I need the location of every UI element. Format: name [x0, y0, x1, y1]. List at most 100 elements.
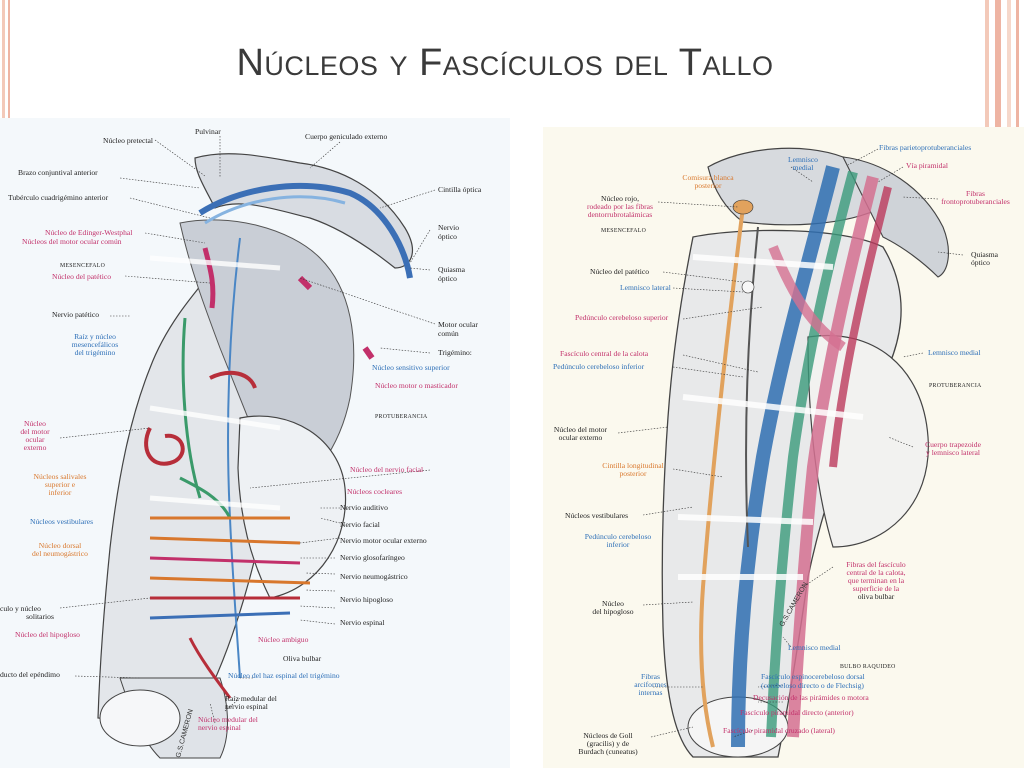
label-solitarios-2: solitarios: [26, 612, 54, 621]
label-quiasma-1: Quiasma: [438, 265, 465, 274]
label-raiz-medular-2: nervio espinal: [225, 702, 268, 711]
label-quiasma-right-2: óptico: [971, 258, 990, 267]
label-nervio-espinal: Nervio espinal: [340, 618, 385, 627]
accent-stripe-right-4: [1016, 0, 1019, 130]
label-brazo-conjuntival: Brazo conjuntival anterior: [18, 168, 98, 177]
label-motor-ocular-right-1: Núcleo del motor: [553, 425, 608, 434]
accent-stripe-left: [2, 0, 5, 130]
label-dorsal-neumogastrico-1: Núcleo dorsal: [38, 541, 82, 550]
label-fibras-parieto: Fibras parietoprotuberanciales: [879, 143, 972, 152]
label-comisura-1: Comisura blanca: [682, 173, 734, 182]
label-trigemino: Trigémino:: [438, 348, 472, 357]
label-comisura-2: posterior: [694, 181, 722, 190]
label-nervio-patetico: Nervio patético: [52, 310, 100, 319]
label-motor-masticador: Núcleo motor o masticador: [375, 381, 458, 390]
accent-stripe-left-2: [8, 0, 10, 130]
label-rojo-2: rodeado por las fibras: [586, 202, 653, 211]
label-nucleo-nervio-facial: Núcleo del nervio facial: [350, 465, 424, 474]
accent-stripe-right-1: [985, 0, 989, 130]
label-cintilla-long-2: posterior: [619, 469, 647, 478]
label-nervio-auditivo: Nervio auditivo: [340, 503, 388, 512]
label-cintilla-optica: Cintilla óptica: [438, 185, 482, 194]
label-nucleo-patetico: Núcleo del patético: [52, 272, 112, 281]
label-nucleo-hipogloso: Núcleo del hipogloso: [15, 630, 80, 639]
label-fibras-fronto-2: frontoprotuberanciales: [941, 197, 1010, 206]
label-goll-1: Núcleos de Goll: [583, 731, 633, 740]
label-vestibulares-right: Núcleos vestibulares: [565, 511, 629, 520]
label-arciformes-3: internas: [638, 688, 663, 697]
label-mesencefalo-right: MESENCEFALO: [601, 228, 647, 234]
label-haz-espinal: Núcleo del haz espinal del trigémino: [228, 671, 340, 680]
right-brainstem-illustration: G.S.CAMERON: [617, 147, 964, 758]
label-motor-ocular-ext-3: ocular: [25, 435, 45, 444]
label-raiz-trigemino-1: Raíz y núcleo: [74, 332, 116, 341]
label-raiz-medular-1: Raíz medular del: [225, 694, 277, 703]
label-nucleo-medular-2: nervio espinal: [198, 723, 241, 732]
label-mesencefalo-left: MESENCEFALO: [60, 263, 106, 269]
label-edinger-westphal: Núcleo de Edinger-Westphal: [45, 228, 133, 237]
label-piramidal-cruzado: Fascículo piramidal cruzado (lateral): [723, 726, 835, 735]
label-lemnisco-medial-top-1: Lemnisco: [788, 155, 818, 164]
label-cuerpo-trapezoide-2: y lemnisco lateral: [926, 448, 980, 457]
label-oliva-bulbar: Oliva bulbar: [283, 654, 322, 663]
label-motor-ocular-ext-1: Núcleo: [24, 419, 46, 428]
label-nucleo-ambiguo: Núcleo ambiguo: [258, 635, 309, 644]
label-motor-ocular-comun-2: común: [438, 329, 459, 338]
label-quiasma-2: óptico: [438, 274, 457, 283]
label-lemnisco-medial-top-2: medial: [792, 163, 814, 172]
label-hipogloso-right-1: Núcleo: [602, 599, 624, 608]
label-protuberancia-left: PROTUBERANCIA: [375, 414, 428, 420]
label-fibras-fasciculo-5: oliva bulbar: [857, 592, 895, 601]
label-motor-ocular-externo: Nervio motor ocular externo: [340, 536, 427, 545]
label-via-piramidal: Vía piramidal: [906, 161, 948, 170]
label-nervio-facial: Nervio facial: [340, 520, 380, 529]
label-salivales-1: Núcleos salivales: [33, 472, 87, 481]
label-goll-3: Burdach (cuneatus): [578, 747, 638, 756]
label-lemnisco-lateral: Lemnisco lateral: [620, 283, 671, 292]
label-pedunculo-inf2-1: Pedúnculo cerebeloso: [584, 532, 652, 541]
label-patetico-right: Núcleo del patético: [590, 267, 650, 276]
label-pedunculo-inf2-2: inferior: [606, 540, 630, 549]
label-protuberancia-right: PROTUBERANCIA: [929, 383, 982, 389]
label-tuberculo: Tubérculo cuadrigémino anterior: [8, 193, 109, 202]
label-arciformes-1: Fibras: [641, 672, 660, 681]
label-rojo-1: Núcleo rojo,: [601, 194, 639, 203]
accent-stripe-right-3: [1007, 0, 1011, 130]
label-vestibulares-left: Núcleos vestibulares: [30, 517, 94, 526]
label-glosofaringeo: Nervio glosofaríngeo: [340, 553, 405, 562]
label-pedunculo-superior: Pedúnculo cerebeloso superior: [575, 313, 669, 322]
label-solitarios-1: culo y núcleo: [0, 604, 41, 613]
label-motor-ocular-right-2: ocular externo: [558, 433, 603, 442]
label-cocleares: Núcleos cocleares: [347, 487, 403, 496]
label-lemnisco-medial-low: Lemnisco medial: [788, 643, 841, 652]
label-rojo-3: dentorrubrotalámicas: [587, 210, 653, 219]
label-decusacion: Decusación de las pirámides o motora: [753, 693, 869, 702]
label-nucleo-pretectal: Núcleo pretectal: [103, 136, 153, 145]
label-quiasma-right-1: Quiasma: [971, 250, 998, 259]
label-espinocerebeloso-2: (cerebeloso directo o de Flechsig): [761, 681, 864, 690]
label-raiz-trigemino-2: mesencefálicos: [71, 340, 119, 349]
slide-title: Núcleos y Fascículos del Tallo: [236, 42, 774, 84]
label-fibras-fasciculo-1: Fibras del fascículo: [846, 560, 906, 569]
label-raiz-trigemino-3: del trigémino: [74, 348, 116, 357]
label-hipogloso-right-2: del hipogloso: [592, 607, 634, 616]
label-lemnisco-medial-mid: Lemnisco medial: [928, 348, 981, 357]
label-dorsal-neumogastrico-2: del neumogástrico: [32, 549, 88, 558]
label-cuerpo-trapezoide-1: Cuerpo trapezoide: [925, 440, 981, 449]
label-nervio-optico-1: Nervio: [438, 223, 460, 232]
label-motor-ocular-comun-nuclei: Núcleos del motor ocular común: [22, 237, 122, 246]
label-arciformes-2: arciformes: [634, 680, 667, 689]
label-bulbo: BULBO RAQUIDEO: [840, 664, 896, 670]
label-salivales-3: inferior: [48, 488, 72, 497]
label-fibras-fasciculo-4: superficie de la: [852, 584, 900, 593]
label-piramidal-directo: Fascículo piramidal directo (anterior): [740, 708, 854, 717]
left-anatomy-panel: G.S.CAMERON Pulvinar Cuerpo geniculado e…: [0, 118, 510, 768]
label-goll-2: (gracilis) y de: [586, 739, 630, 748]
label-salivales-2: superior e: [44, 480, 76, 489]
label-cintilla-long-1: Cintilla longitudinal: [602, 461, 664, 470]
accent-stripe-right-2: [995, 0, 1001, 130]
label-motor-ocular-ext-4: externo: [23, 443, 47, 452]
label-motor-ocular-ext-2: del motor: [20, 427, 50, 436]
label-fibras-fasciculo-3: que terminan en la: [847, 576, 905, 585]
label-fibras-fasciculo-2: central de la calota,: [846, 568, 906, 577]
